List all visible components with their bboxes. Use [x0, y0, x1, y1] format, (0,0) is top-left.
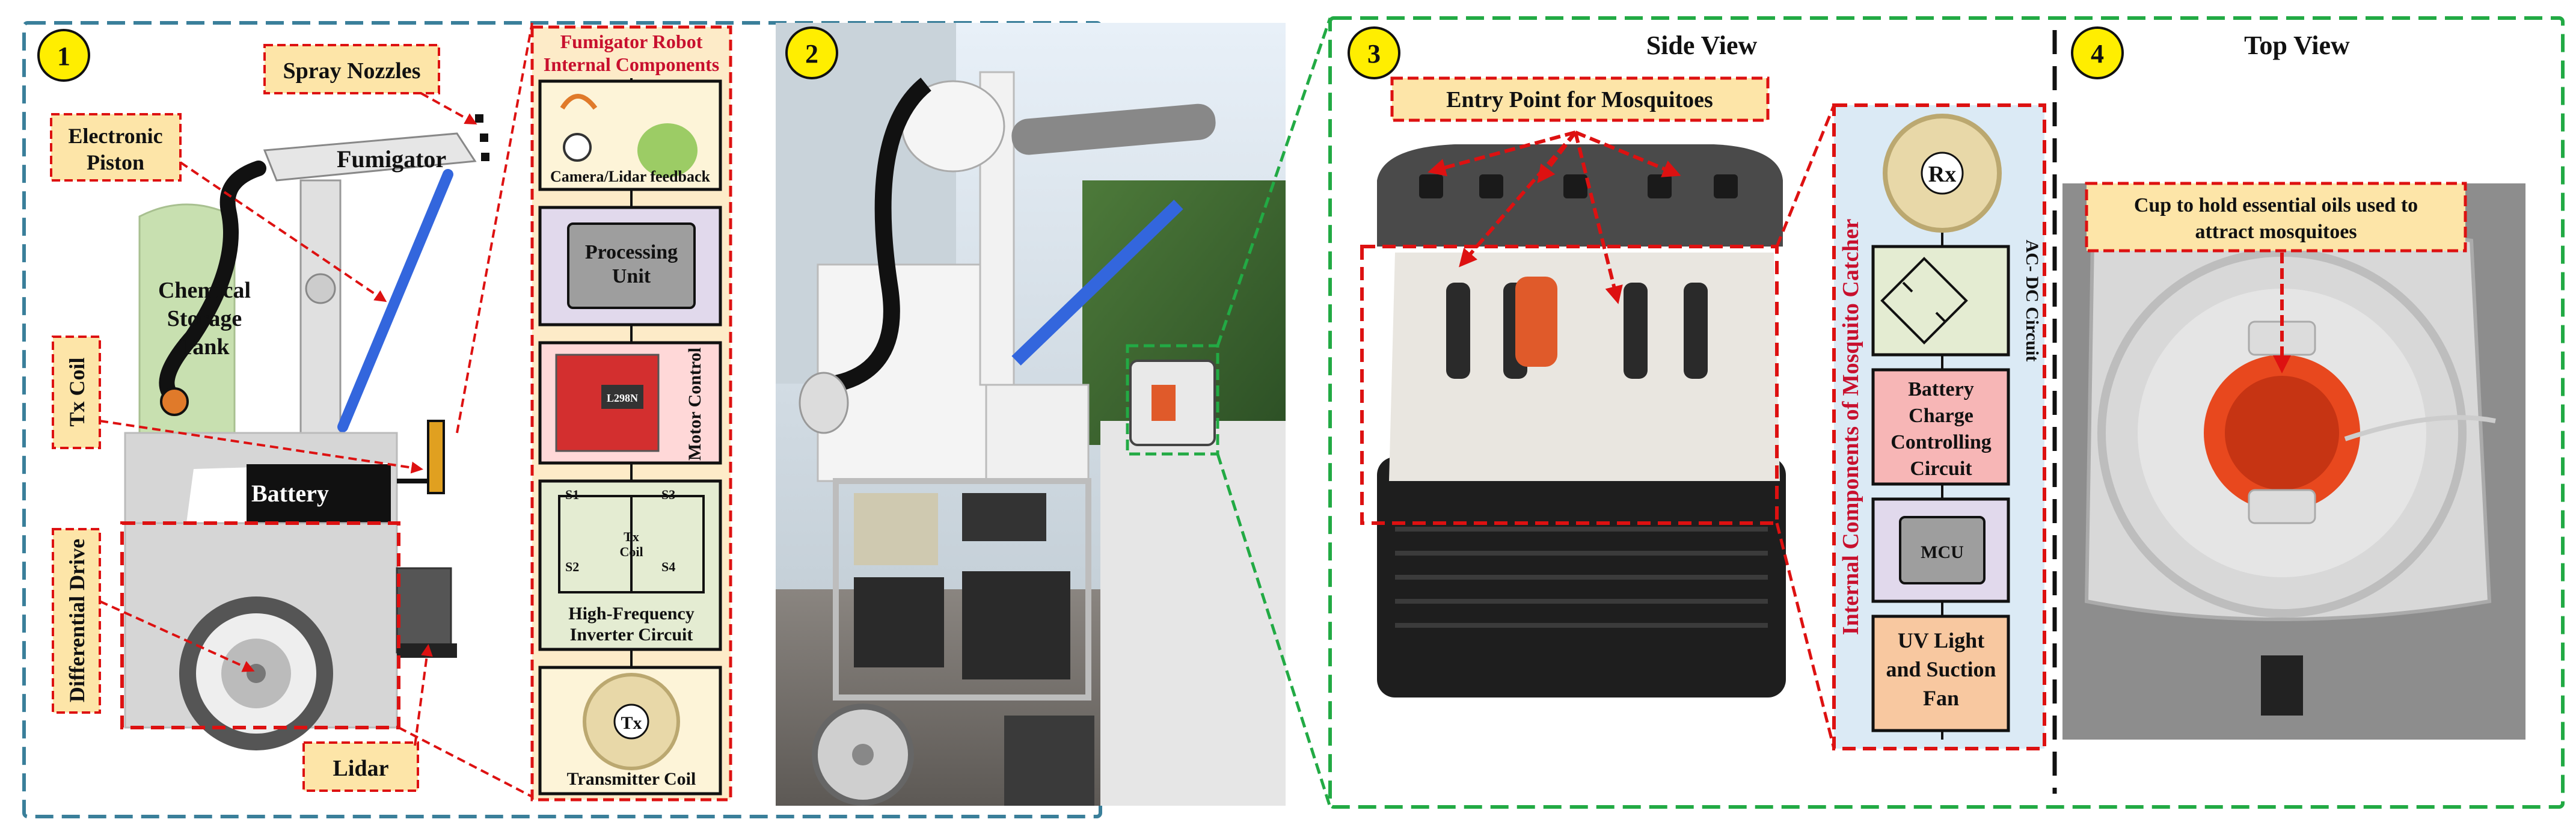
fumigator-arm	[263, 132, 477, 182]
cup-label-1: Cup to hold essential oils used to	[2134, 194, 2418, 216]
catcher-components-title: Internal Components of Mosquito Catcher	[1838, 219, 1863, 636]
entry-point-label: Entry Point for Mosquitoes	[1446, 87, 1713, 112]
battery-charge-box	[1871, 368, 2010, 486]
tx-coil-part	[427, 420, 445, 494]
electronic-piston	[337, 169, 453, 432]
mosquito-catcher-top-photo	[2062, 183, 2525, 740]
electronic-piston-label-1: Electronic	[68, 124, 162, 148]
components-title-2: Internal Components	[544, 54, 719, 75]
electronic-piston-label-2: Piston	[87, 150, 144, 174]
uv-label-1: UV Light	[1898, 628, 1984, 652]
switch-s4: S4	[661, 559, 675, 574]
robot-photo	[776, 17, 1332, 808]
catcher-components-panel: Internal Components of Mosquito Catcher …	[1832, 103, 2046, 750]
spray-nozzles	[475, 114, 489, 161]
differential-drive-box	[120, 521, 400, 729]
entry-point-tag	[1390, 76, 1770, 122]
battery-charge-label-2: Charge	[1909, 405, 1973, 427]
tx-coil-label: Tx Coil	[65, 357, 89, 426]
switch-s1: S1	[565, 487, 579, 502]
battery-label: Battery	[251, 480, 329, 507]
panel1-schematic: Fumigator Battery	[120, 114, 489, 750]
camera-label: Camera/Lidar feedback	[550, 168, 711, 185]
acdc-label: AC- DC Circuit	[2022, 240, 2042, 362]
badge-4-number: 4	[2091, 39, 2104, 69]
drive-wheel	[179, 596, 333, 750]
badge-3	[1348, 26, 1400, 79]
inverter-label-1: High-Frequency	[568, 604, 694, 624]
badge-4	[2071, 26, 2124, 79]
panel1-callout-arrows	[99, 22, 533, 798]
battery-charge-label-4: Circuit	[1910, 458, 1972, 480]
tx-coil-tag	[52, 336, 101, 449]
top-view-title: Top View	[2244, 31, 2350, 60]
badge-2	[785, 26, 838, 79]
mosquito-catcher-side-photo	[1377, 144, 1786, 698]
switch-s2: S2	[565, 559, 579, 574]
uv-label-3: Fan	[1923, 686, 1959, 710]
side-view-title: Side View	[1646, 31, 1758, 60]
fumigator-label: Fumigator	[337, 146, 446, 173]
mcu-label: MCU	[1921, 542, 1964, 562]
badge-3-number: 3	[1367, 39, 1381, 69]
rx-disc-label: Rx	[1928, 162, 1956, 187]
internal-components-panel: Fumigator Robot Internal Components Came…	[530, 25, 732, 802]
motor-control-label: Motor Control	[685, 348, 705, 461]
transmitter-coil-label: Transmitter Coil	[567, 769, 696, 789]
panel1-labels: 1 Spray Nozzles Electronic Piston Chemic…	[37, 22, 533, 798]
lidar-cylinder	[637, 123, 698, 177]
battery-charge-label-3: Controlling	[1891, 431, 1992, 453]
badge-1	[37, 29, 90, 82]
panel3-4-frame	[1328, 16, 2565, 809]
hose-coupling	[160, 387, 189, 416]
uv-label-2: and Suction	[1886, 657, 1996, 681]
chemical-label-2: Storage	[167, 306, 242, 331]
inverter-tx-label-1: Tx	[624, 529, 639, 544]
arm-joint	[305, 273, 336, 304]
driver-chip-label: L298N	[607, 392, 638, 404]
chemical-label-3: Tank	[179, 334, 230, 360]
arm-post	[299, 179, 342, 434]
chemical-label-1: Chemical	[158, 278, 251, 303]
lidar-tag	[302, 741, 419, 792]
spray-nozzles-label: Spray Nozzles	[283, 58, 420, 84]
entry-arrows	[1428, 130, 1681, 304]
inverter-tx-label-2: Coil	[619, 544, 643, 559]
cup-tag	[2085, 182, 2467, 253]
uv-light-box	[1871, 615, 2010, 732]
badge-2-number: 2	[805, 39, 818, 69]
badge-1-number: 1	[57, 41, 70, 71]
tank-hose	[159, 161, 266, 408]
lidar-unit	[396, 567, 452, 654]
inverter-label-2: Inverter Circuit	[570, 625, 693, 645]
differential-drive-label: Differential Drive	[65, 539, 89, 702]
battery-charge-label-1: Battery	[1908, 378, 1974, 400]
lidar-label: Lidar	[333, 756, 389, 781]
battery-block	[247, 464, 391, 523]
cup-label-2: attract mosquitoes	[2195, 221, 2357, 243]
electronic-piston-tag	[50, 113, 182, 182]
tx-disc-label: Tx	[621, 713, 642, 733]
spray-nozzles-tag	[263, 44, 440, 94]
differential-drive-tag	[52, 528, 101, 714]
processing-label-2: Unit	[612, 265, 651, 287]
photo-zoom-box	[1126, 344, 1219, 456]
components-title-1: Fumigator Robot	[560, 31, 703, 52]
acdc-box	[1871, 245, 2010, 357]
internal-zoom-box	[1360, 245, 1779, 525]
processing-label-1: Processing	[585, 241, 678, 263]
switch-s3: S3	[661, 487, 675, 502]
